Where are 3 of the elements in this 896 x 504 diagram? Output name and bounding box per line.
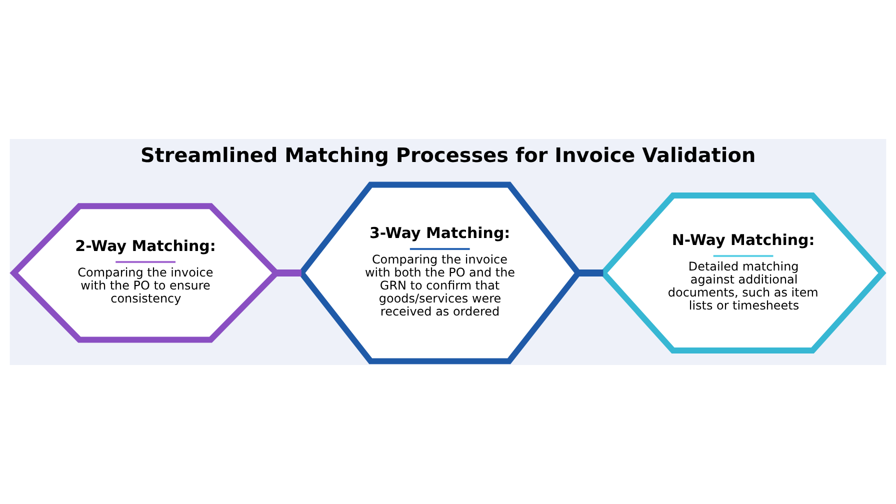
diagram-title: Streamlined Matching Processes for Invoice Validation xyxy=(140,142,756,167)
connector xyxy=(578,269,604,276)
connector xyxy=(276,269,302,276)
